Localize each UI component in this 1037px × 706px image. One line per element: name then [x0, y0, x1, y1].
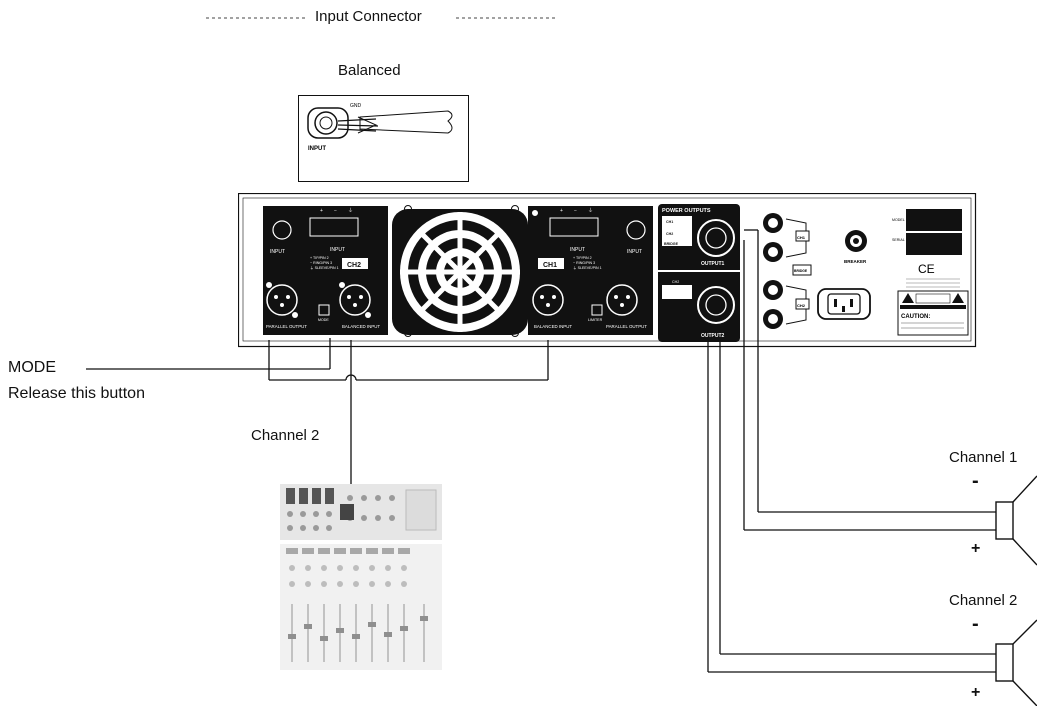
- svg-text:OUTPUT1: OUTPUT1: [701, 261, 725, 267]
- svg-text:CH1: CH1: [666, 220, 673, 224]
- svg-text:POWER OUTPUTS: POWER OUTPUTS: [662, 208, 711, 214]
- svg-text:⏚: ⏚: [348, 207, 353, 214]
- speaker2-plus: +: [971, 684, 981, 701]
- ch1-input-terminal: [549, 217, 599, 237]
- speaker2-label: Channel 2: [949, 592, 1018, 609]
- svg-text:BALANCED INPUT: BALANCED INPUT: [534, 324, 572, 329]
- svg-text:MODE: MODE: [318, 318, 329, 322]
- xlr-connector-illustration: GND INPUT: [298, 95, 469, 182]
- mixer-console-icon: [280, 484, 442, 670]
- speaker-2-icon: [995, 619, 1037, 706]
- mode-button: [318, 304, 330, 316]
- gnd-mark: GND: [350, 103, 362, 109]
- svg-text:MODEL: MODEL: [892, 218, 905, 222]
- speaker1-plus: +: [971, 540, 981, 557]
- svg-text:+: +: [320, 208, 323, 214]
- svg-text:BRIDGE: BRIDGE: [664, 242, 679, 246]
- amplifier-rear-panel: INPUT + − ⏚ INPUT + TIP/PIN 2 − RING/PIN…: [238, 193, 977, 348]
- ch1-badge: CH1: [543, 262, 557, 269]
- svg-text:BREAKER: BREAKER: [844, 259, 867, 264]
- svg-text:⏚: ⏚: [588, 207, 593, 214]
- svg-text:− RING/PIN 3: − RING/PIN 3: [573, 261, 595, 265]
- fan-grille-icon: [392, 205, 528, 337]
- header-dashes: [206, 17, 556, 19]
- svg-text:⏚ SLEEVE/PIN 1: ⏚ SLEEVE/PIN 1: [310, 265, 339, 270]
- svg-text:CH2: CH2: [666, 232, 673, 236]
- svg-text:PARALLEL OUTPUT: PARALLEL OUTPUT: [266, 324, 307, 329]
- page-title: Input Connector: [315, 8, 422, 25]
- ch2-input-terminal: [309, 217, 359, 237]
- svg-text:OUTPUT2: OUTPUT2: [701, 333, 725, 339]
- svg-text:− RING/PIN 3: − RING/PIN 3: [310, 261, 332, 265]
- svg-text:SERIAL: SERIAL: [892, 238, 905, 242]
- svg-text:+ TIP/PIN 2: + TIP/PIN 2: [573, 256, 592, 260]
- svg-text:INPUT: INPUT: [330, 247, 345, 253]
- mode-annotation: MODE: [8, 359, 56, 376]
- mode-release-annotation: Release this button: [8, 385, 145, 402]
- binding-posts-icon: CH1 BRIDGE CH2: [763, 213, 812, 329]
- svg-text:CE: CE: [918, 262, 935, 276]
- svg-text:+ TIP/PIN 2: + TIP/PIN 2: [310, 256, 329, 260]
- speaker1-minus: -: [972, 470, 979, 492]
- svg-text:LIMITER: LIMITER: [588, 318, 603, 322]
- connector-caption: Balanced: [338, 62, 401, 79]
- speaker1-label: Channel 1: [949, 449, 1018, 466]
- ch2-parallel-output-xlr: [266, 284, 298, 316]
- ch1-parallel-output-xlr: [606, 284, 638, 316]
- ch2-badge: CH2: [347, 262, 361, 269]
- svg-text:−: −: [334, 208, 337, 214]
- svg-text:CH1: CH1: [797, 235, 806, 240]
- svg-text:INPUT: INPUT: [308, 146, 326, 152]
- svg-text:INPUT: INPUT: [627, 249, 642, 255]
- svg-text:⏚ SLEEVE/PIN 1: ⏚ SLEEVE/PIN 1: [573, 265, 602, 270]
- svg-text:BRIDGE: BRIDGE: [794, 269, 808, 273]
- svg-text:INPUT: INPUT: [570, 247, 585, 253]
- svg-text:−: −: [574, 208, 577, 214]
- speaker2-minus: -: [972, 613, 979, 635]
- svg-text:BALANCED INPUT: BALANCED INPUT: [342, 324, 380, 329]
- svg-text:CH2: CH2: [672, 280, 679, 284]
- svg-text:+: +: [560, 208, 563, 214]
- ch2-balanced-input-xlr: [339, 284, 371, 316]
- svg-text:CAUTION:: CAUTION:: [901, 314, 930, 320]
- channel2-mixer-label: Channel 2: [251, 427, 320, 444]
- svg-text:CH2: CH2: [797, 303, 806, 308]
- ch1-balanced-input-xlr: [532, 284, 564, 316]
- speaker-1-icon: [995, 475, 1037, 566]
- limiter-button: [591, 304, 603, 316]
- svg-text:PARALLEL OUTPUT: PARALLEL OUTPUT: [606, 324, 647, 329]
- ch2-input-jack: [272, 220, 292, 240]
- ch1-input-jack: [626, 220, 646, 240]
- svg-text:INPUT: INPUT: [270, 249, 285, 255]
